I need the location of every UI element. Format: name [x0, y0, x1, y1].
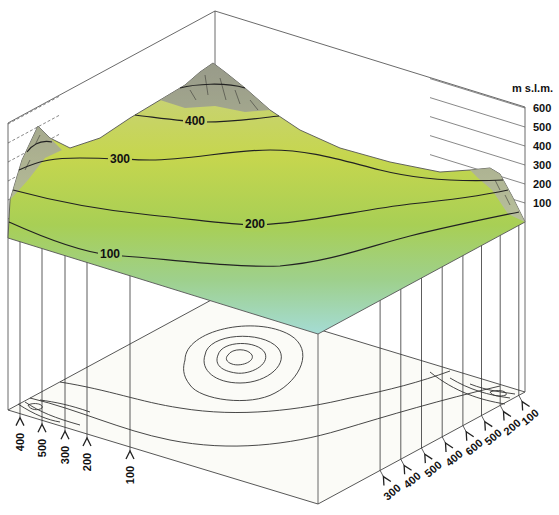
profile-label: 500 [36, 437, 48, 459]
projection-line [463, 251, 466, 432]
rock-hatch [190, 90, 196, 100]
projection-line [442, 262, 445, 443]
map-contour [25, 402, 80, 425]
rock-hatch [220, 78, 226, 100]
map-contour [226, 350, 252, 365]
terrain-surface [8, 63, 525, 334]
map-contour [217, 343, 266, 373]
profile-arrow [83, 438, 91, 446]
profile-arrow [442, 441, 453, 452]
map-contour [184, 326, 303, 401]
surface-contour [9, 212, 519, 266]
surface-contour [135, 115, 279, 122]
profile-arrow [61, 431, 69, 439]
profile-label: 200 [81, 451, 93, 473]
map-plane [8, 298, 525, 504]
profile-label: 500 [420, 457, 445, 481]
map-contour [28, 404, 42, 410]
rock-hatch [250, 100, 258, 110]
projection-line [401, 284, 404, 465]
projection-line [422, 273, 425, 454]
contour-label: 400 [183, 115, 207, 128]
level-line [430, 117, 525, 146]
map-contour [430, 372, 505, 404]
profile-label: 400 [441, 446, 466, 470]
frame-line [525, 107, 526, 392]
profile-label: 400 [14, 430, 26, 452]
map-contour [30, 386, 500, 446]
map-contour [470, 384, 515, 394]
profile-arrow [38, 424, 46, 432]
level-line [430, 98, 525, 127]
projection-line [482, 241, 485, 422]
profile-arrow [16, 418, 24, 426]
scale-value: 600 [531, 102, 553, 114]
profile-label: 300 [379, 480, 404, 504]
profile-label: 300 [59, 444, 71, 466]
map-contour [18, 404, 60, 422]
contour-label: 200 [243, 218, 267, 231]
map-contour [490, 391, 506, 396]
rock-hatch [235, 90, 240, 104]
projection-line [519, 220, 522, 401]
frame-line [215, 11, 525, 107]
level-line [430, 136, 525, 165]
scale-value: 300 [531, 159, 553, 171]
projection-line [380, 295, 383, 476]
surface-contour [180, 84, 245, 88]
contour-label: 300 [108, 153, 132, 166]
map-contour [450, 378, 510, 398]
surface-contour [19, 150, 503, 181]
map-contour [60, 371, 450, 413]
rock-slope [160, 63, 270, 112]
profile-arrow [500, 410, 511, 421]
frame-line [8, 123, 9, 410]
level-line [430, 79, 525, 108]
frame-line [318, 334, 319, 504]
profile-arrow [519, 400, 530, 411]
rock-hatch [495, 180, 500, 190]
profile-label: 400 [400, 468, 425, 492]
scale-value: 400 [531, 140, 553, 152]
level-line [8, 96, 60, 124]
scale-value: 100 [531, 197, 553, 209]
map-contour [204, 336, 281, 383]
profile-arrow [126, 451, 134, 459]
scale-value: 500 [531, 121, 553, 133]
contour-label: 100 [98, 248, 122, 261]
profile-arrow [380, 475, 391, 486]
projection-line [500, 230, 503, 411]
rock-hatch [505, 195, 510, 205]
profile-arrow [481, 420, 492, 431]
scale-unit: m s.l.m. [510, 82, 555, 94]
profile-label: 100 [124, 464, 136, 486]
surface-contour [27, 141, 52, 152]
scale-value: 200 [531, 178, 553, 190]
